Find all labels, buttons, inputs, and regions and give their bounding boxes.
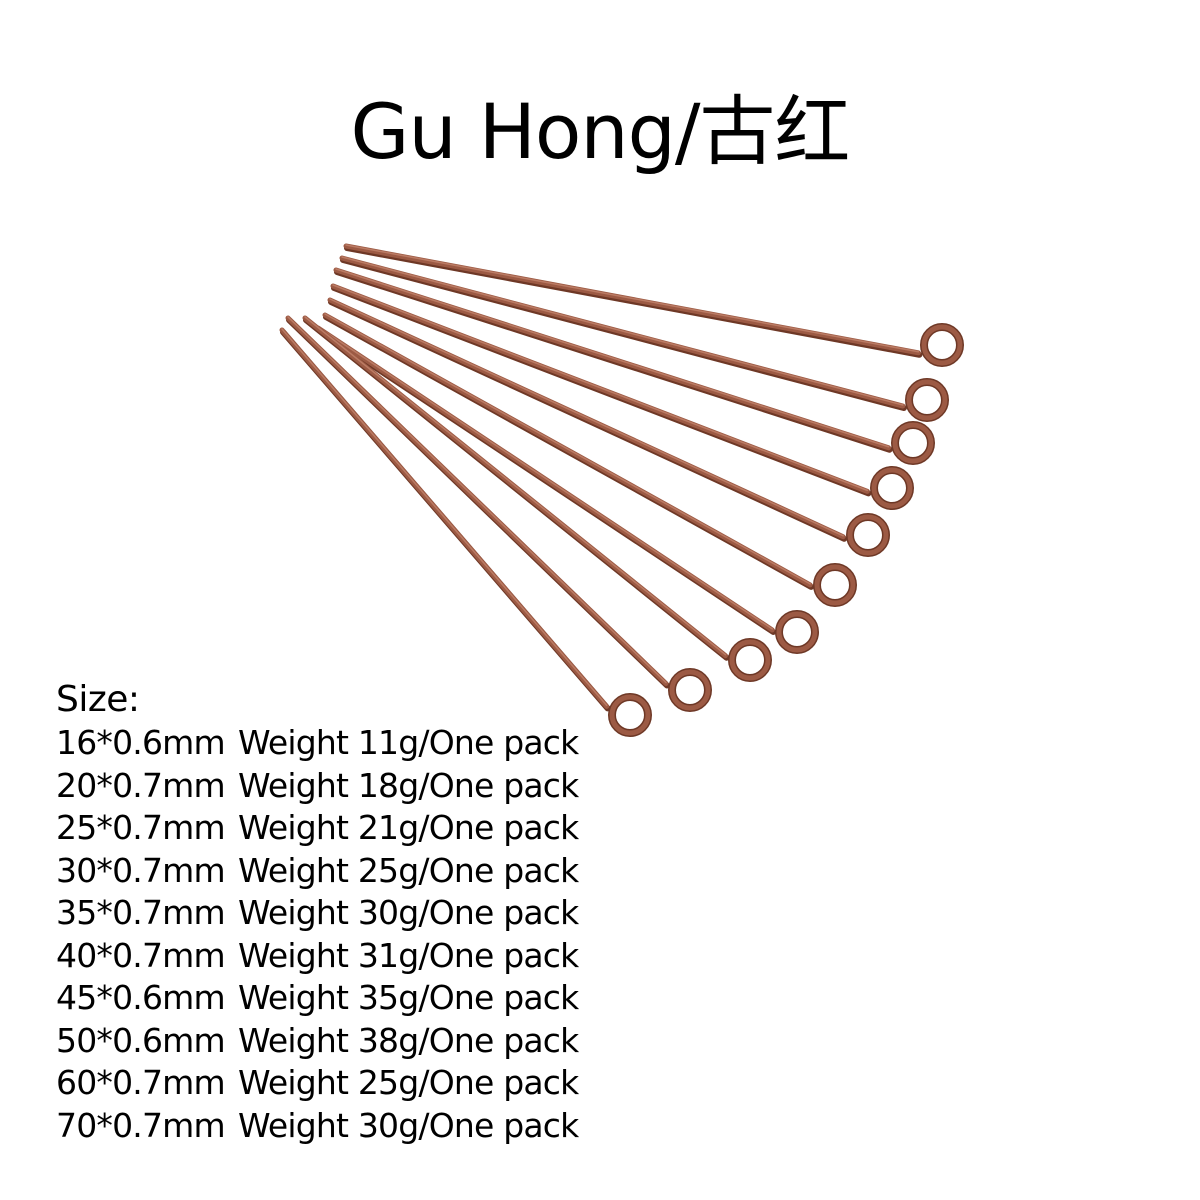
- pin-eye: [814, 564, 856, 606]
- pin-stem: [315, 325, 775, 633]
- size-row: 20*0.7mm Weight 18g/One pack: [56, 765, 579, 808]
- pin-eye: [776, 611, 818, 653]
- eye-pin: [315, 325, 819, 654]
- pin-eye: [892, 422, 934, 464]
- pin-stem: [327, 297, 846, 540]
- size-dimension: 25*0.7mm: [56, 808, 226, 847]
- pin-stem-highlight: [329, 298, 844, 537]
- pin-stem: [343, 243, 921, 356]
- page-title: Gu Hong/古红: [350, 87, 851, 176]
- eye-pin: [322, 312, 857, 607]
- size-dimension: 35*0.7mm: [56, 893, 226, 932]
- eye-pin: [339, 255, 949, 422]
- pin-stem: [339, 255, 906, 409]
- size-row: 25*0.7mm Weight 21g/One pack: [56, 807, 579, 850]
- size-dimension: 45*0.6mm: [56, 978, 226, 1017]
- eye-pin: [330, 283, 914, 510]
- size-weight: Weight 25g/One pack: [238, 1063, 579, 1102]
- pin-eye: [906, 379, 948, 421]
- size-row: 45*0.6mm Weight 35g/One pack: [56, 977, 579, 1020]
- eye-pin: [333, 267, 935, 465]
- eye-pin: [327, 297, 890, 557]
- size-dimension: 16*0.6mm: [56, 723, 226, 762]
- pin-eye: [847, 514, 889, 556]
- pin-eye: [871, 467, 913, 509]
- size-weight: Weight 21g/One pack: [238, 808, 579, 847]
- pin-stem-highlight: [324, 313, 811, 585]
- pin-stem: [322, 312, 813, 588]
- size-weight: Weight 11g/One pack: [238, 723, 579, 762]
- pin-eye: [921, 324, 963, 366]
- size-dimension: 30*0.7mm: [56, 850, 226, 890]
- pin-stem-highlight: [281, 328, 608, 707]
- eye-pin: [285, 315, 712, 712]
- pin-stem-highlight: [332, 284, 869, 492]
- size-weight: Weight 38g/One pack: [238, 1020, 579, 1060]
- pin-stem-highlight: [335, 268, 890, 448]
- size-weight: Weight 25g/One pack: [238, 850, 579, 890]
- size-row: 16*0.6mm Weight 11g/One pack: [56, 722, 579, 765]
- size-row: 70*0.7mm Weight 30g/One pack: [56, 1105, 579, 1148]
- eye-pin: [343, 243, 964, 367]
- eye-pin: [279, 327, 652, 737]
- pin-eye: [609, 694, 651, 736]
- pin-stem-highlight: [287, 316, 667, 684]
- pin-stem-highlight: [341, 256, 904, 406]
- size-dimension: 50*0.6mm: [56, 1020, 226, 1060]
- eye-pin: [302, 315, 772, 682]
- size-heading: Size:: [56, 679, 140, 720]
- size-dimension: 60*0.7mm: [56, 1063, 226, 1102]
- pin-eye: [669, 669, 711, 711]
- pin-stem: [330, 283, 870, 494]
- size-dimension: 40*0.7mm: [56, 935, 226, 975]
- size-weight: Weight 18g/One pack: [238, 765, 579, 805]
- pin-stem-highlight: [345, 244, 920, 353]
- pin-stem: [302, 315, 728, 659]
- size-weight: Weight 35g/One pack: [238, 978, 579, 1017]
- size-weight: Weight 30g/One pack: [238, 893, 579, 932]
- size-dimension: 20*0.7mm: [56, 765, 226, 805]
- size-weight: Weight 30g/One pack: [238, 1105, 579, 1145]
- pin-eye: [729, 639, 771, 681]
- size-row: 40*0.7mm Weight 31g/One pack: [56, 935, 579, 978]
- size-row: 30*0.7mm Weight 25g/One pack: [56, 850, 579, 893]
- size-row: 60*0.7mm Weight 25g/One pack: [56, 1062, 579, 1105]
- pin-stem-highlight: [317, 326, 773, 630]
- pin-stem: [333, 267, 892, 451]
- size-weight: Weight 31g/One pack: [238, 935, 579, 975]
- size-row: 50*0.6mm Weight 38g/One pack: [56, 1020, 579, 1063]
- size-dimension: 70*0.7mm: [56, 1105, 226, 1145]
- pin-stem-highlight: [304, 316, 727, 656]
- size-row: 35*0.7mm Weight 30g/One pack: [56, 892, 579, 935]
